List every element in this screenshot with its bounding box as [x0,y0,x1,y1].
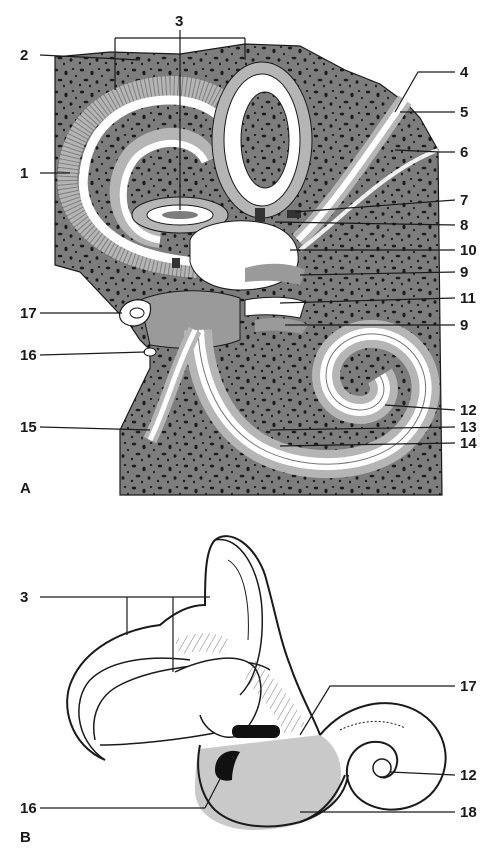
label-a-8: 8 [460,217,468,234]
label-b-12: 12 [460,767,477,784]
label-b-16: 16 [20,800,37,817]
label-a-11: 11 [460,290,476,307]
label-a-1: 1 [20,165,28,182]
panel-b-drawing [67,536,445,830]
label-a-7: 7 [460,192,468,209]
label-a-9-upper: 9 [460,264,468,281]
label-a-10: 10 [460,242,477,259]
label-a-9-lower: 9 [460,317,468,334]
label-a-12: 12 [460,402,477,419]
label-b-17: 17 [460,678,477,695]
label-a-3: 3 [175,13,183,30]
label-a-4: 4 [460,64,469,81]
label-a-14: 14 [460,435,477,452]
label-b-18: 18 [460,804,477,821]
label-a-2: 2 [20,47,28,64]
panel-a-drawing [55,44,442,495]
label-a-15: 15 [20,419,37,436]
label-a-13: 13 [460,419,477,436]
panel-b-letter: B [20,829,31,845]
label-a-5: 5 [460,104,468,121]
label-b-3: 3 [20,589,28,606]
label-a-6: 6 [460,144,468,161]
label-a-17: 17 [20,305,37,322]
panel-a-letter: A [20,480,31,497]
label-a-16: 16 [20,347,37,364]
